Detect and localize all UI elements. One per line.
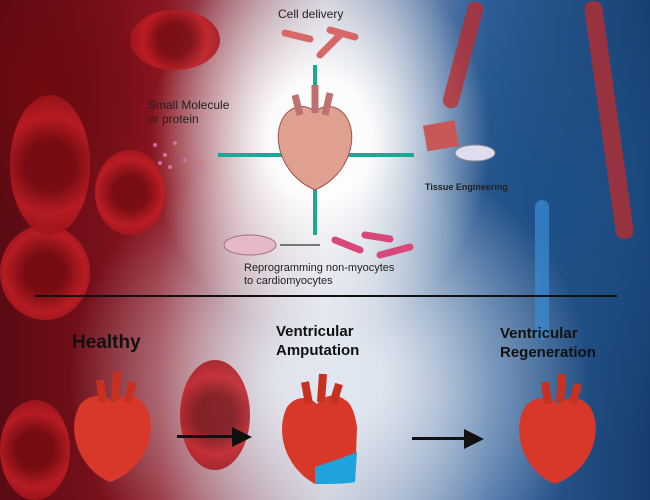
small-molecule-label: Small Molecule or protein <box>148 98 230 126</box>
center-heart-icon <box>277 85 353 191</box>
amputation-label: Ventricular Amputation <box>276 323 360 359</box>
molecule-dots-icon <box>153 141 202 169</box>
tissue-engineering-label: Tissue Engineering <box>425 182 508 192</box>
blood-cell <box>10 95 90 235</box>
reprogramming-cells-icon <box>223 231 414 259</box>
cell-delivery-label: Cell delivery <box>278 7 344 21</box>
arrow-to-amputation <box>177 435 235 438</box>
healthy-label: Healthy <box>72 332 141 353</box>
arrowhead-icon <box>464 429 484 449</box>
arrow-to-regeneration <box>412 437 467 440</box>
reprogramming-label: Reprogramming non-myocytes to cardiomyoc… <box>244 262 395 287</box>
blood-cell <box>180 360 250 470</box>
blood-cell <box>0 400 70 500</box>
blood-vessel <box>535 200 549 340</box>
blood-cell <box>95 150 165 235</box>
arrow-small-molecule <box>218 153 298 157</box>
regeneration-label: Ventricular Regeneration <box>500 325 596 361</box>
cell-delivery-cells-icon <box>281 26 359 59</box>
amputated-heart-icon <box>282 373 357 484</box>
healthy-heart-icon <box>74 371 151 482</box>
arrow-tissue-engineering <box>342 153 414 157</box>
blood-cell <box>130 10 220 70</box>
divider-line <box>35 295 617 297</box>
blood-cell <box>0 225 90 320</box>
arrow-reprogramming <box>313 175 317 235</box>
tissue-patch-icon <box>422 120 496 162</box>
arrowhead-icon <box>232 427 252 447</box>
regenerated-heart-icon <box>519 373 596 484</box>
